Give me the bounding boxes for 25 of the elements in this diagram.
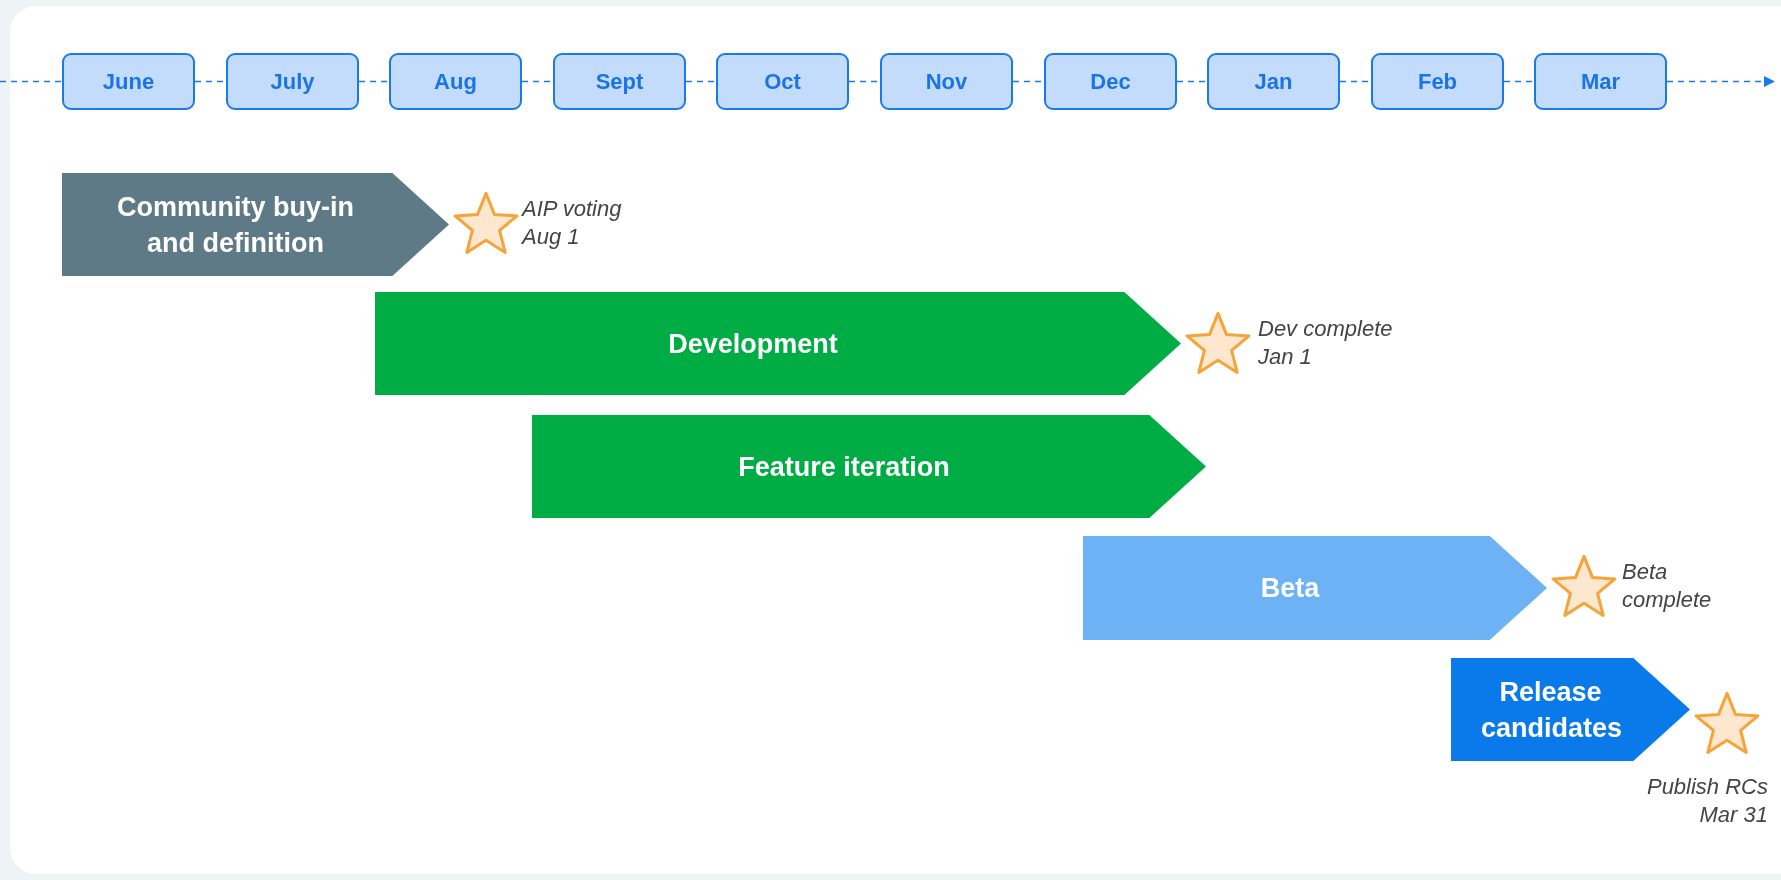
milestone-note: AIP voting Aug 1 bbox=[522, 195, 623, 251]
month-box: Dec bbox=[1044, 53, 1177, 110]
month-box: Jan bbox=[1207, 53, 1340, 110]
timeline-arrow bbox=[1666, 75, 1776, 88]
timeline-connector bbox=[358, 80, 390, 83]
milestone-note: Publish RCs Mar 31 bbox=[1645, 773, 1768, 829]
phase-bar: Feature iteration bbox=[532, 415, 1206, 518]
milestone-note: Beta complete bbox=[1622, 558, 1713, 614]
phase-bar: Release candidates bbox=[1451, 658, 1690, 761]
timeline-connector bbox=[1503, 80, 1535, 83]
month-box: Oct bbox=[716, 53, 849, 110]
timeline-connector bbox=[1176, 80, 1208, 83]
milestone-note: Dev complete Jan 1 bbox=[1258, 315, 1394, 371]
timeline-connector bbox=[0, 80, 63, 83]
month-box: Nov bbox=[880, 53, 1013, 110]
month-box: July bbox=[226, 53, 359, 110]
month-box: Aug bbox=[389, 53, 522, 110]
phase-bar: Development bbox=[375, 292, 1181, 395]
month-box: Sept bbox=[553, 53, 686, 110]
month-box: Mar bbox=[1534, 53, 1667, 110]
phase-bar: Beta bbox=[1083, 536, 1547, 640]
phase-bar: Community buy-in and definition bbox=[62, 173, 449, 276]
month-box: Feb bbox=[1371, 53, 1504, 110]
timeline-connector bbox=[685, 80, 717, 83]
month-box: June bbox=[62, 53, 195, 110]
